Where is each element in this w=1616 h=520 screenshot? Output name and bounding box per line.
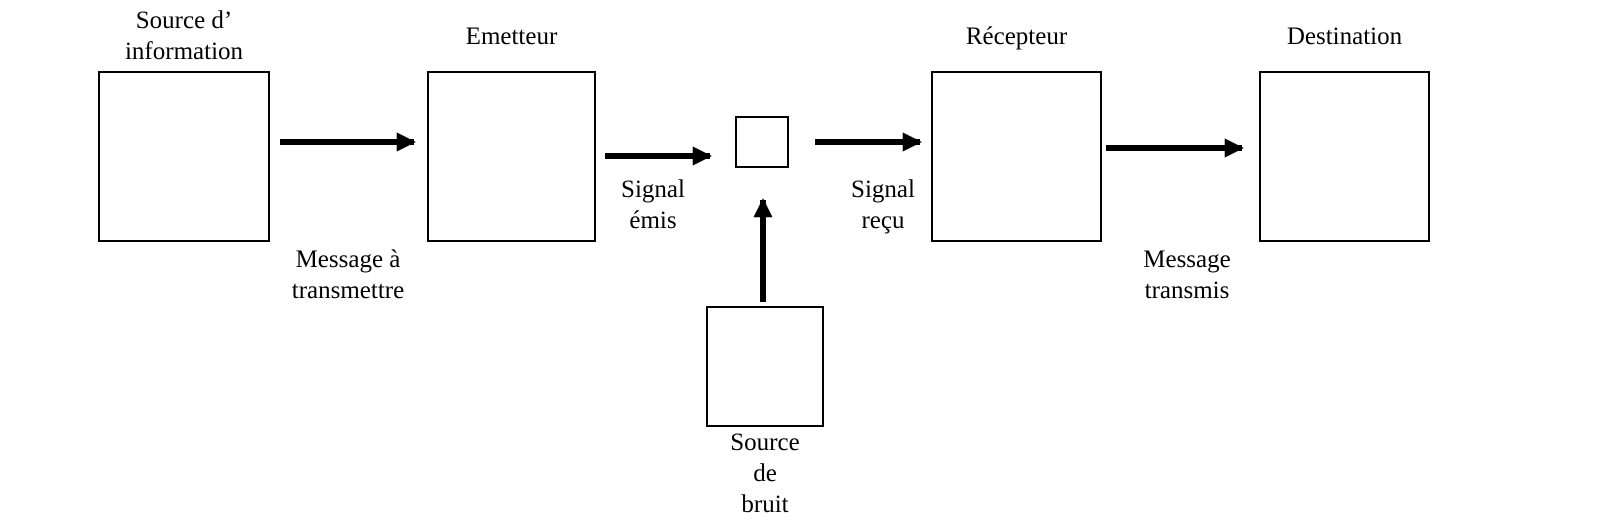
bruit-title-line: Source <box>730 429 800 456</box>
bruit-title-line: de <box>753 460 777 487</box>
edge-label-signal-emis: Signal émis <box>603 174 703 236</box>
edge-label-line: Signal <box>851 176 915 203</box>
edge-label-line: Signal <box>621 176 685 203</box>
bruit-title-line: bruit <box>741 491 789 518</box>
destination-title-line: Destination <box>1286 23 1403 50</box>
destination-box <box>1259 71 1430 242</box>
source-title-line: Source d’ <box>135 7 233 34</box>
bruit-box <box>706 306 824 427</box>
source-title: Source d’ information <box>98 5 270 67</box>
source-box <box>98 71 270 242</box>
edge-label-line: reçu <box>861 207 905 234</box>
emetteur-box <box>427 71 596 242</box>
edge-label-line: Message à <box>295 246 401 273</box>
recepteur-box <box>931 71 1102 242</box>
edge-label-line: Message <box>1143 246 1231 273</box>
edge-label-line: émis <box>629 207 677 234</box>
edge-label-signal-recu: Signal reçu <box>833 174 933 236</box>
bruit-title: Source de bruit <box>706 427 824 520</box>
canal-box <box>735 116 789 168</box>
edge-label-line: transmettre <box>291 277 405 304</box>
recepteur-title-line: Récepteur <box>965 23 1068 50</box>
recepteur-title: Récepteur <box>931 21 1102 52</box>
destination-title: Destination <box>1259 21 1430 52</box>
edge-label-message-transmis: Message transmis <box>1117 244 1257 306</box>
edge-label-line: transmis <box>1144 277 1230 304</box>
emetteur-title: Emetteur <box>427 21 596 52</box>
source-title-line: information <box>124 38 244 65</box>
edge-label-message-a-transmettre: Message à transmettre <box>268 244 428 306</box>
emetteur-title-line: Emetteur <box>465 23 558 50</box>
